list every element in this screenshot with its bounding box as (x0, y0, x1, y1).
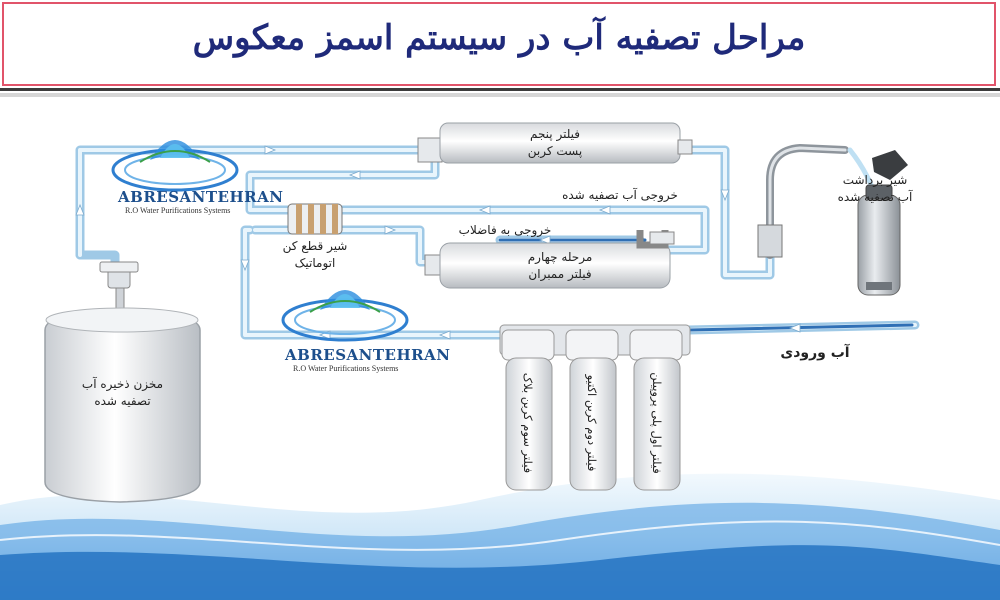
auto-valve-label-line1: شیر قطع کن (282, 239, 348, 253)
faucet-label: شیر برداشت آب تصفیه شده (820, 172, 930, 206)
membrane-label-line2: فیلتر ممبران (528, 267, 592, 281)
filter5-label: فیلتر پنجم پست کربن (480, 126, 630, 160)
logo-name-bottom: ABRESANTEHRAN (285, 346, 451, 364)
tank-label-line2: تصفیه شده (94, 394, 151, 408)
filter-5-cylinder (417, 122, 693, 164)
logo-name-top: ABRESANTEHRAN (118, 188, 284, 206)
logo-emblem-bottom (281, 290, 409, 342)
logo-tagline-bottom: R.O Water Purifications Systems (293, 364, 399, 373)
water-bottle (857, 150, 908, 296)
auto-valve-label-line2: اتوماتیک (294, 256, 336, 270)
treated-outlet-label: خروجی آب تصفیه شده (562, 188, 678, 202)
membrane-label-line1: مرحله چهارم (527, 250, 593, 264)
faucet-label-line2: آب تصفیه شده (837, 190, 913, 204)
wave-background (0, 473, 1000, 600)
tank-label-line1: مخزن ذخیره آب (81, 377, 164, 391)
filter2-label: فیلتر دوم کربن اکتیو (585, 374, 599, 472)
faucet-label-line1: شیر برداشت (842, 173, 908, 187)
filter-housings (499, 324, 691, 491)
page-title: مراحل تصفیه آب در سیستم اسمز معکوس (192, 18, 806, 58)
filter5-label-line1: فیلتر پنجم (529, 127, 581, 141)
logo-emblem-top (111, 140, 239, 192)
filter5-label-line2: پست کربن (527, 144, 583, 158)
membrane-housing (424, 230, 675, 289)
filter3-label: فیلتر سوم کربن بلاک (521, 372, 535, 474)
title-divider-shadow (0, 93, 1000, 97)
tank-label: مخزن ذخیره آب تصفیه شده (65, 376, 180, 410)
membrane-label: مرحله چهارم فیلتر ممبران (500, 249, 620, 283)
inlet-label: آب ورودی (780, 345, 850, 361)
storage-tank (44, 261, 201, 503)
logo-tagline-top: R.O Water Purifications Systems (125, 206, 231, 215)
title-bar: مراحل تصفیه آب در سیستم اسمز معکوس (2, 2, 996, 86)
title-divider (0, 88, 1000, 91)
filter1-label: فیلتر اول پلی پروپیلن (650, 372, 664, 474)
drain-outlet-label: خروجی به فاضلاب (458, 223, 552, 237)
auto-shutoff-valve (287, 203, 343, 235)
auto-valve-label: شیر قطع کن اتوماتیک (270, 238, 360, 272)
